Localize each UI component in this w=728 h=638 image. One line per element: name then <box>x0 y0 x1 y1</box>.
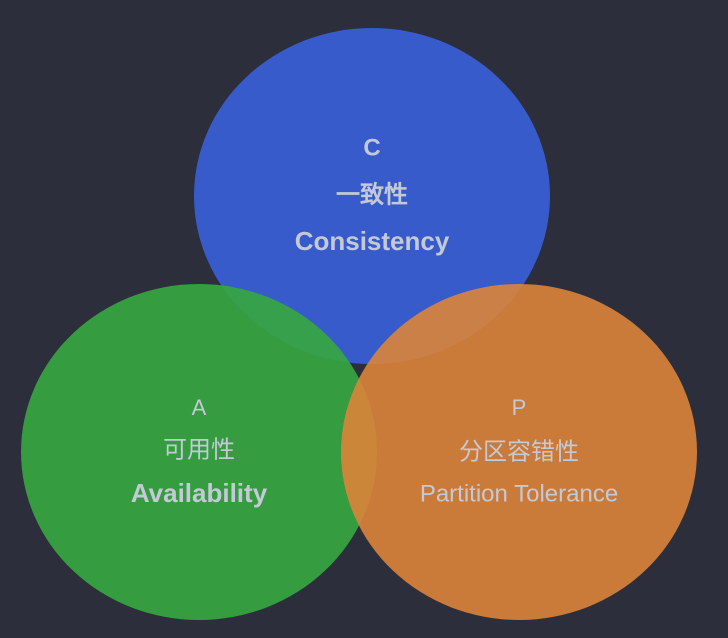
availability-english-label: Availability <box>131 478 268 508</box>
consistency-english-label: Consistency <box>295 226 450 256</box>
consistency-letter: C <box>363 134 380 161</box>
partition-circle <box>341 284 697 620</box>
availability-circle <box>21 284 377 620</box>
partition-letter: P <box>512 395 527 420</box>
partition-chinese-label: 分区容错性 <box>459 438 579 465</box>
availability-letter: A <box>192 395 207 420</box>
partition-english-label: Partition Tolerance <box>420 480 618 507</box>
consistency-circle <box>194 28 550 364</box>
consistency-chinese-label: 一致性 <box>336 180 408 208</box>
availability-chinese-label: 可用性 <box>163 436 235 463</box>
